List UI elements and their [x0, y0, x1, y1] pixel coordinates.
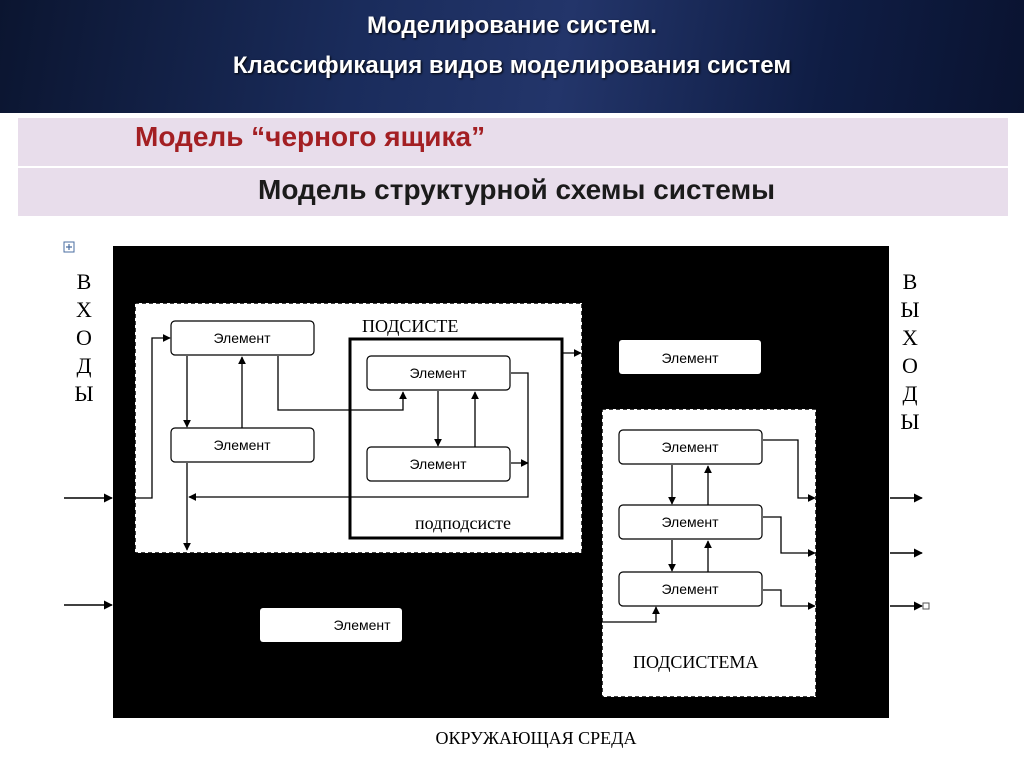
svg-text:Д: Д	[76, 353, 91, 378]
svg-text:В: В	[903, 269, 918, 294]
svg-text:Элемент: Элемент	[213, 330, 271, 346]
svg-text:О: О	[902, 353, 918, 378]
svg-text:Элемент: Элемент	[409, 365, 467, 381]
svg-text:Х: Х	[902, 325, 918, 350]
output-arrows	[890, 498, 922, 606]
svg-text:Элемент: Элемент	[409, 456, 467, 472]
svg-text:Ы: Ы	[74, 381, 93, 406]
svg-text:Элемент: Элемент	[661, 439, 719, 455]
element-box: Элемент	[367, 356, 510, 390]
element-box: Элемент	[619, 572, 762, 606]
output-handle	[923, 603, 929, 609]
subsystem-right-label: ПОДСИСТЕМА	[633, 652, 758, 672]
element-box: Элемент	[619, 430, 762, 464]
element-box: Элемент	[619, 505, 762, 539]
environment-label: ОКРУЖАЮЩАЯ СРЕДА	[436, 728, 637, 748]
svg-text:Ы: Ы	[900, 297, 919, 322]
svg-text:Элемент: Элемент	[661, 350, 719, 366]
svg-text:Д: Д	[902, 381, 917, 406]
subsystem-top-label: ПОДСИСТЕ	[362, 316, 458, 336]
svg-text:Ы: Ы	[900, 409, 919, 434]
svg-text:Элемент: Элемент	[661, 514, 719, 530]
element-box: Элемент	[260, 608, 402, 642]
element-box: Элемент	[171, 321, 314, 355]
expand-icon[interactable]	[64, 242, 74, 252]
svg-text:Элемент: Элемент	[333, 617, 391, 633]
subsubsystem-label: подподсисте	[415, 513, 511, 533]
svg-text:О: О	[76, 325, 92, 350]
input-arrows	[64, 498, 112, 605]
svg-text:В: В	[77, 269, 92, 294]
svg-text:Элемент: Элемент	[661, 581, 719, 597]
outputs-label: В Ы Х О Д Ы	[900, 269, 919, 434]
svg-text:Х: Х	[76, 297, 92, 322]
element-box: Элемент	[367, 447, 510, 481]
element-box: Элемент	[619, 340, 761, 374]
svg-text:Элемент: Элемент	[213, 437, 271, 453]
element-box: Элемент	[171, 428, 314, 462]
inputs-label: В Х О Д Ы	[74, 269, 93, 406]
